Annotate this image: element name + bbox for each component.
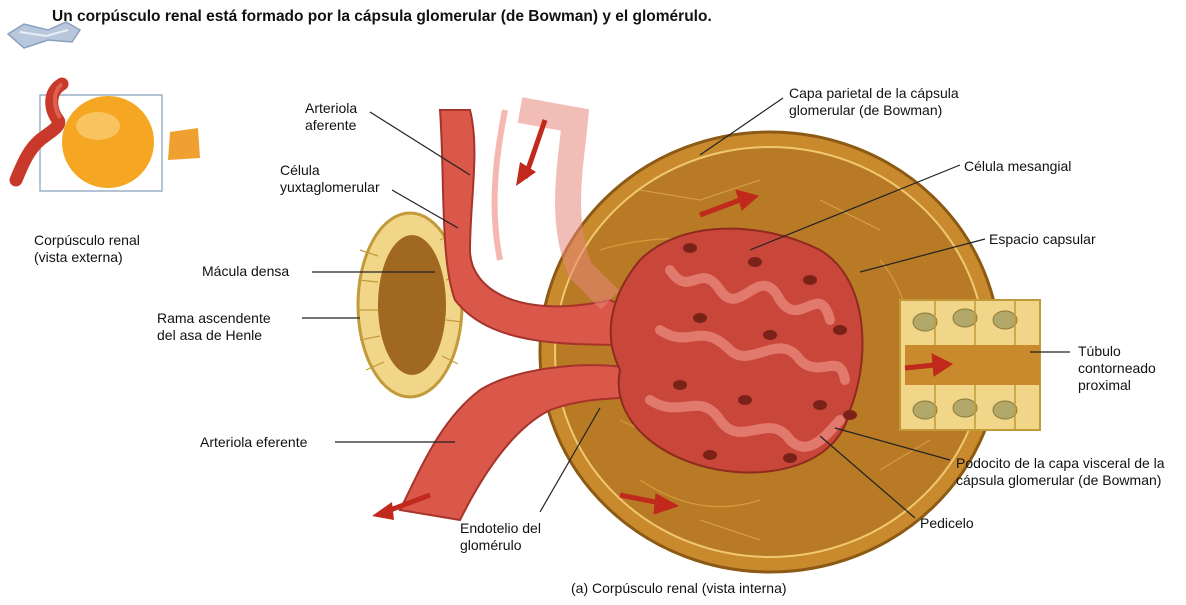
label-celula-yuxtaglomerular: Célula yuxtaglomerular [280, 162, 380, 196]
label-tubulo: Túbulo contorneado proximal [1078, 343, 1156, 394]
figure-caption: (a) Corpúsculo renal (vista interna) [571, 580, 787, 596]
label-espacio-capsular: Espacio capsular [989, 231, 1096, 248]
external-view-caption: Corpúsculo renal (vista externa) [34, 232, 140, 266]
label-pedicelo: Pedicelo [920, 515, 974, 532]
label-celula-mesangial: Célula mesangial [964, 158, 1071, 175]
external-corpuscle-thumbnail [16, 84, 200, 191]
label-capa-parietal: Capa parietal de la cápsula glomerular (… [789, 85, 959, 119]
label-endotelio: Endotelio del glomérulo [460, 520, 541, 554]
book-icon [8, 22, 80, 48]
glomerulus [611, 229, 863, 473]
label-arteriola-eferente: Arteriola eferente [200, 434, 307, 451]
label-podocito: Podocito de la capa visceral de la cápsu… [956, 455, 1165, 489]
label-arteriola-aferente: Arteriola aferente [305, 100, 357, 134]
label-rama-ascendente: Rama ascendente del asa de Henle [157, 310, 271, 344]
label-macula-densa: Mácula densa [202, 263, 289, 280]
